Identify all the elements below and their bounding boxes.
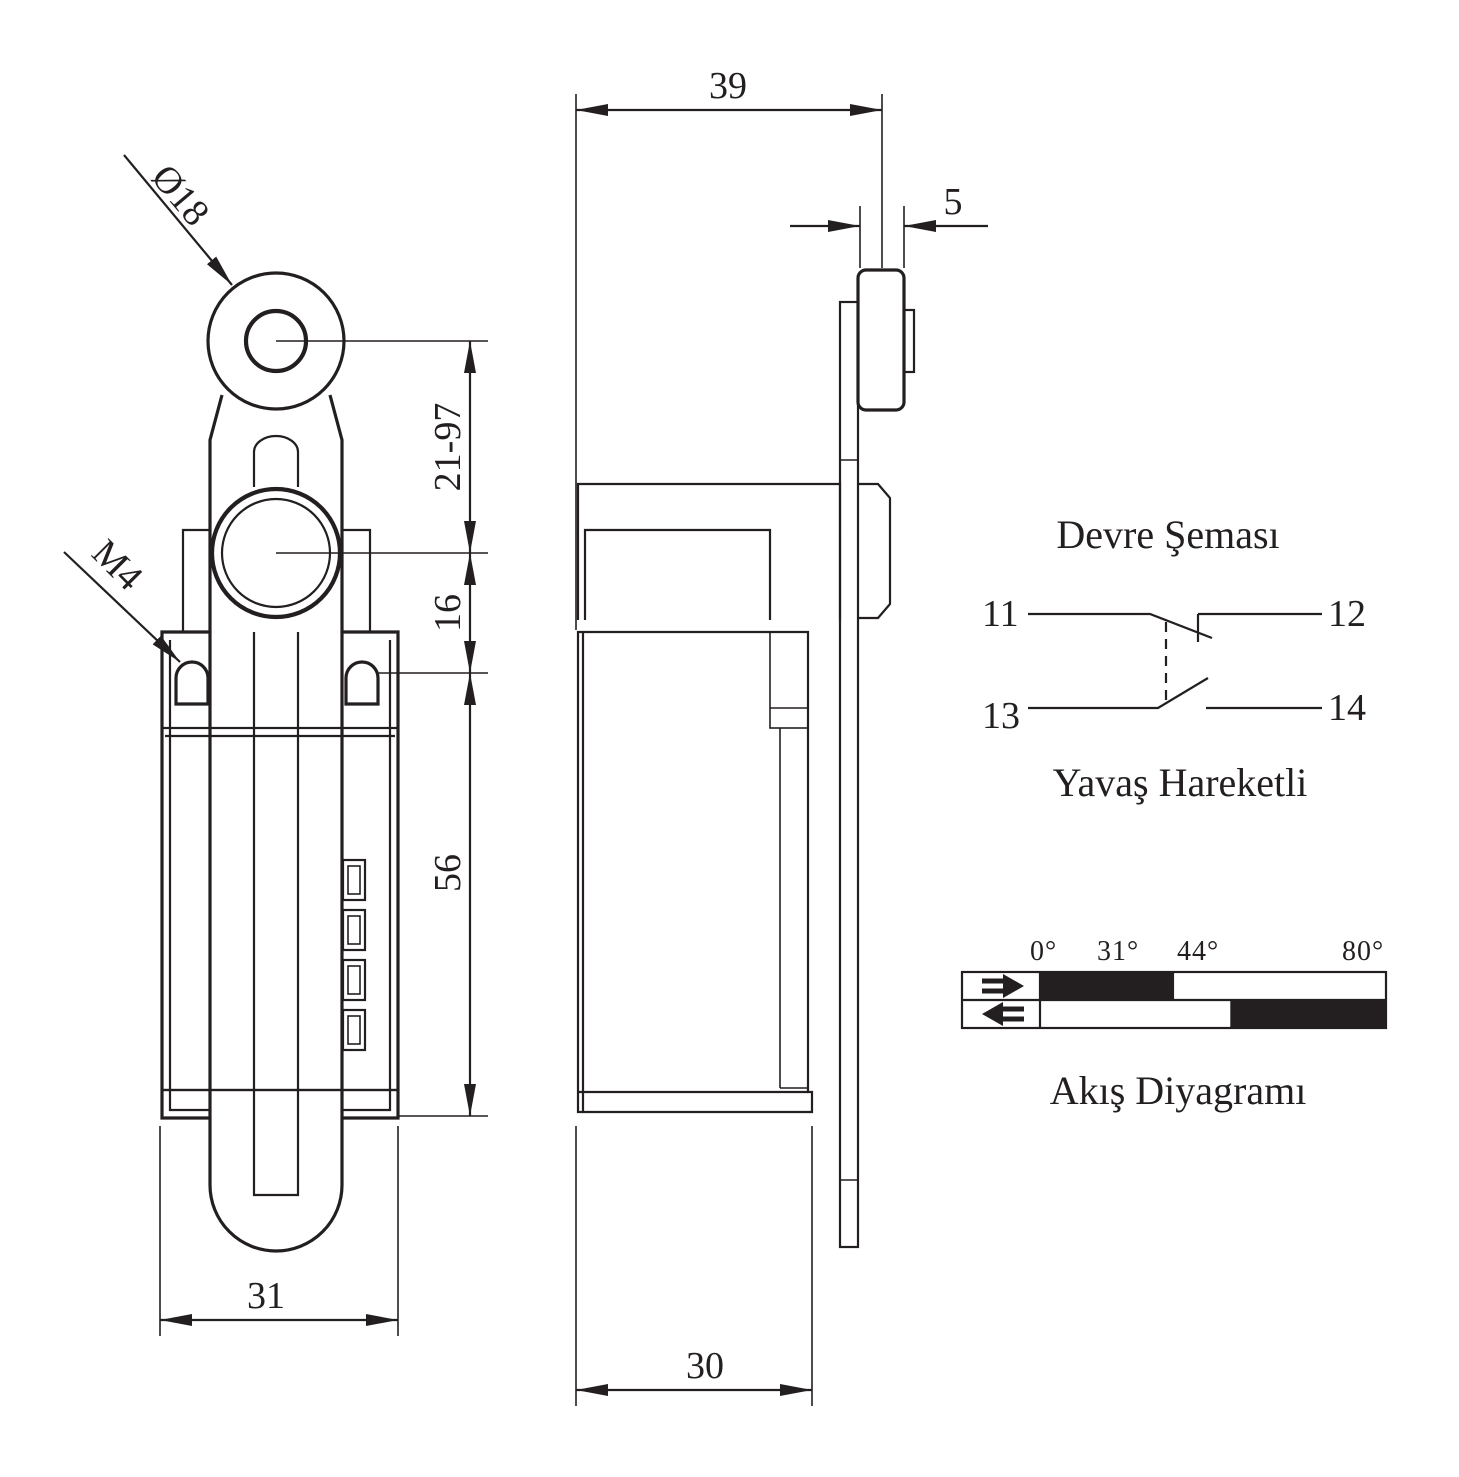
side-head [576,482,842,620]
front-arm-slot [252,434,300,487]
side-body-depth-label: 30 [686,1345,724,1387]
mount-hole-left [174,660,210,706]
flow-angle-44: 44° [1177,936,1219,967]
side-lever-plate [838,300,860,1249]
flow-bar-reverse [1230,1000,1386,1028]
flow-title: Akış Diyagramı [1050,1068,1307,1113]
side-body [576,630,814,1114]
side-view: 39 5 30 [575,65,988,1406]
terminal-12: 12 [1328,593,1366,635]
flow-angle-31: 31° [1097,936,1139,967]
circuit-diagram: Devre Şeması 11 12 13 14 Yavaş Hareketli [982,512,1366,805]
action-label: Yavaş Hareketli [1053,760,1308,805]
flow-angle-80: 80° [1342,936,1384,967]
side-shaft-nut [858,482,892,620]
terminal-11: 11 [982,593,1019,635]
flow-angle-0: 0° [1030,936,1057,967]
body-height-label: 56 [427,854,469,892]
flow-diagram: 0° 31° 44° 80° Akış Diyagramı [960,936,1388,1113]
front-view: Ø18 M4 21-97 16 56 31 [63,154,488,1336]
roller-diameter-leader [123,154,233,286]
thread-label: M4 [84,532,151,599]
axis-offset-label: 16 [427,594,469,632]
thread-leader [63,551,181,663]
terminal-block [341,858,367,1052]
side-roller [856,268,906,412]
forward-arrow-icon [982,974,1024,998]
reverse-arrow-icon [982,1002,1024,1026]
nc-contact [1028,612,1213,640]
mount-hole-right [344,660,380,706]
side-overall-depth-label: 39 [709,65,747,107]
terminal-13: 13 [982,695,1020,737]
no-contact [1028,677,1209,710]
circuit-title: Devre Şeması [1056,512,1279,557]
flow-bar-forward [1040,972,1175,1000]
front-width-label: 31 [247,1275,285,1317]
roller-width-label: 5 [944,181,963,223]
roller-diameter-label: Ø18 [143,157,217,234]
terminal-14: 14 [1328,687,1366,729]
arm-length-label: 21-97 [427,403,469,492]
front-lever-arm [208,394,344,1253]
